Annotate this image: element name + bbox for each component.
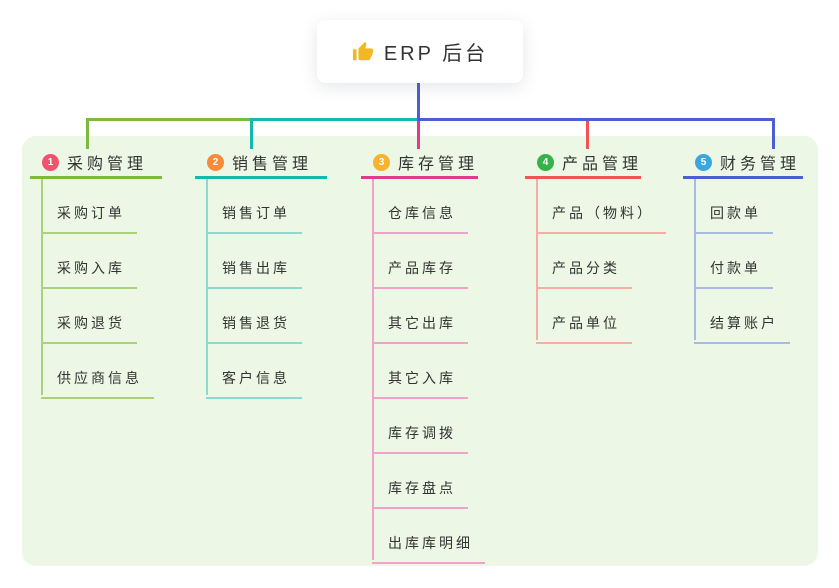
branch-child-connector-line xyxy=(372,179,374,560)
child-node-row: 库存盘点 xyxy=(372,454,468,509)
branch-child-connector-line xyxy=(206,179,208,395)
branch-children: 销售订单 销售出库 销售退货 客户信息 xyxy=(195,179,327,399)
connector-branch1-drop xyxy=(86,118,89,149)
child-node-label[interactable]: 其它出库 xyxy=(372,313,468,344)
branch-header[interactable]: 3 库存管理 xyxy=(361,148,478,179)
branch-child-connector-line xyxy=(41,179,43,395)
child-node-label[interactable]: 产品库存 xyxy=(372,258,468,289)
child-node-label[interactable]: 出库库明细 xyxy=(372,533,485,564)
child-node-label[interactable]: 采购入库 xyxy=(41,258,137,289)
branches-background-panel xyxy=(22,136,818,566)
branch-children: 产品（物料） 产品分类 产品单位 xyxy=(525,179,666,344)
connector-branch2-drop xyxy=(250,118,253,149)
root-node-label: ERP 后台 xyxy=(383,43,489,65)
branch-node-5: 5 财务管理 回款单 付款单 结算账户 xyxy=(683,148,803,344)
branch-label: 产品管理 xyxy=(562,156,643,173)
child-node-label[interactable]: 销售退货 xyxy=(206,313,302,344)
connector-branch2-horizontal xyxy=(250,118,420,121)
child-node-row: 销售订单 xyxy=(206,179,302,234)
branch-label: 销售管理 xyxy=(232,156,313,173)
child-node-label[interactable]: 产品分类 xyxy=(536,258,632,289)
child-node-label[interactable]: 其它入库 xyxy=(372,368,468,399)
branch-children: 仓库信息 产品库存 其它出库 其它入库 库存调拨 库存盘点 出库库明细 xyxy=(361,179,485,564)
child-node-label[interactable]: 结算账户 xyxy=(694,313,790,344)
child-node-row: 采购退货 xyxy=(41,289,137,344)
child-node-label[interactable]: 销售订单 xyxy=(206,203,302,234)
child-node-row: 产品库存 xyxy=(372,234,468,289)
branch-node-1: 1 采购管理 采购订单 采购入库 采购退货 供应商信息 xyxy=(30,148,162,399)
branch-children: 回款单 付款单 结算账户 xyxy=(683,179,803,344)
child-node-row: 采购入库 xyxy=(41,234,137,289)
child-node-row: 产品单位 xyxy=(536,289,632,344)
child-node-label[interactable]: 采购订单 xyxy=(41,203,137,234)
child-node-label[interactable]: 客户信息 xyxy=(206,368,302,399)
child-node-label[interactable]: 供应商信息 xyxy=(41,368,154,399)
child-node-label[interactable]: 产品（物料） xyxy=(536,203,666,234)
connector-branch4-drop xyxy=(586,118,589,149)
branch-label: 采购管理 xyxy=(67,156,148,173)
child-node-label[interactable]: 产品单位 xyxy=(536,313,632,344)
child-node-row: 客户信息 xyxy=(206,344,302,399)
connector-branch5-drop xyxy=(772,118,775,149)
child-node-row: 销售出库 xyxy=(206,234,302,289)
child-node-label[interactable]: 库存调拨 xyxy=(372,423,468,454)
child-node-row: 供应商信息 xyxy=(41,344,154,399)
branch-child-connector-line xyxy=(536,179,538,340)
branch-header[interactable]: 4 产品管理 xyxy=(525,148,641,179)
child-node-label[interactable]: 付款单 xyxy=(694,258,773,289)
child-node-row: 销售退货 xyxy=(206,289,302,344)
branch-number-badge: 3 xyxy=(373,153,390,171)
branch-children: 采购订单 采购入库 采购退货 供应商信息 xyxy=(30,179,162,399)
child-node-row: 仓库信息 xyxy=(372,179,468,234)
child-node-label[interactable]: 采购退货 xyxy=(41,313,137,344)
child-node-row: 结算账户 xyxy=(694,289,790,344)
child-node-row: 回款单 xyxy=(694,179,773,234)
child-node-label[interactable]: 销售出库 xyxy=(206,258,302,289)
child-node-label[interactable]: 库存盘点 xyxy=(372,478,468,509)
branch-number-badge: 4 xyxy=(537,153,554,171)
branch-label: 库存管理 xyxy=(398,156,479,173)
child-node-row: 出库库明细 xyxy=(372,509,485,564)
child-node-row: 其它入库 xyxy=(372,344,468,399)
child-node-row: 库存调拨 xyxy=(372,399,468,454)
branch-node-4: 4 产品管理 产品（物料） 产品分类 产品单位 xyxy=(525,148,666,344)
child-node-label[interactable]: 仓库信息 xyxy=(372,203,468,234)
branch-label: 财务管理 xyxy=(720,156,801,173)
connector-branch1-horizontal xyxy=(86,118,253,121)
branch-number-badge: 1 xyxy=(42,153,59,171)
branch-header[interactable]: 2 销售管理 xyxy=(195,148,327,179)
thumbs-up-icon xyxy=(352,41,373,60)
branch-node-3: 3 库存管理 仓库信息 产品库存 其它出库 其它入库 库存调拨 库存盘点 出库库… xyxy=(361,148,485,564)
connector-root-trunk xyxy=(417,83,420,121)
child-node-row: 其它出库 xyxy=(372,289,468,344)
branch-header[interactable]: 1 采购管理 xyxy=(30,148,162,179)
child-node-row: 产品分类 xyxy=(536,234,632,289)
connector-branch3-drop xyxy=(417,121,420,149)
child-node-row: 产品（物料） xyxy=(536,179,666,234)
child-node-row: 采购订单 xyxy=(41,179,137,234)
child-node-label[interactable]: 回款单 xyxy=(694,203,773,234)
connector-branch5-horizontal xyxy=(417,118,775,121)
branch-child-connector-line xyxy=(694,179,696,340)
branch-node-2: 2 销售管理 销售订单 销售出库 销售退货 客户信息 xyxy=(195,148,327,399)
branch-number-badge: 2 xyxy=(207,153,224,171)
child-node-row: 付款单 xyxy=(694,234,773,289)
root-node-erp-backend[interactable]: ERP 后台 xyxy=(317,20,523,83)
branch-header[interactable]: 5 财务管理 xyxy=(683,148,803,179)
branch-number-badge: 5 xyxy=(695,153,712,171)
